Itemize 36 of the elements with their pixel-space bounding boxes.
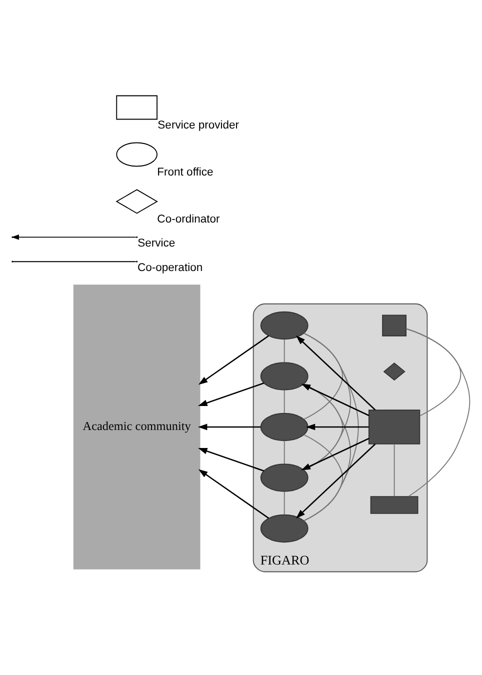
node-circle bbox=[260, 412, 308, 442]
connector bbox=[284, 338, 285, 363]
connector bbox=[406, 328, 462, 416]
connector bbox=[284, 440, 285, 464]
legend-label: Front office bbox=[157, 166, 214, 178]
connector bbox=[406, 328, 470, 497]
connector bbox=[303, 332, 351, 471]
arrow bbox=[301, 384, 370, 416]
arrow bbox=[301, 438, 370, 470]
connector bbox=[303, 332, 359, 522]
arrow bbox=[306, 424, 369, 430]
arrow bbox=[198, 335, 270, 385]
arrow bbox=[198, 448, 264, 472]
connector bbox=[303, 332, 344, 420]
node-box: Academic community bbox=[73, 284, 200, 570]
legend-label: Co-operation bbox=[137, 262, 203, 274]
node-diamond bbox=[383, 362, 406, 381]
connector bbox=[394, 444, 395, 497]
connector bbox=[284, 390, 285, 414]
arrow bbox=[198, 382, 264, 406]
arrow bbox=[198, 424, 261, 430]
connector bbox=[284, 491, 285, 516]
cluster: FIGARO bbox=[252, 303, 428, 572]
arrow bbox=[296, 444, 376, 518]
node-circle bbox=[260, 311, 308, 340]
node-box bbox=[370, 496, 418, 514]
arrow bbox=[198, 469, 270, 519]
node-circle bbox=[260, 464, 308, 492]
legend-label: Co-ordinator bbox=[157, 213, 220, 226]
node-circle bbox=[260, 514, 308, 543]
arrow bbox=[296, 336, 376, 410]
node-circle bbox=[260, 362, 308, 390]
legend-label: Service provider bbox=[158, 119, 240, 132]
node-box bbox=[368, 410, 420, 444]
legend-label: Service bbox=[138, 238, 176, 250]
node-box bbox=[382, 314, 407, 336]
